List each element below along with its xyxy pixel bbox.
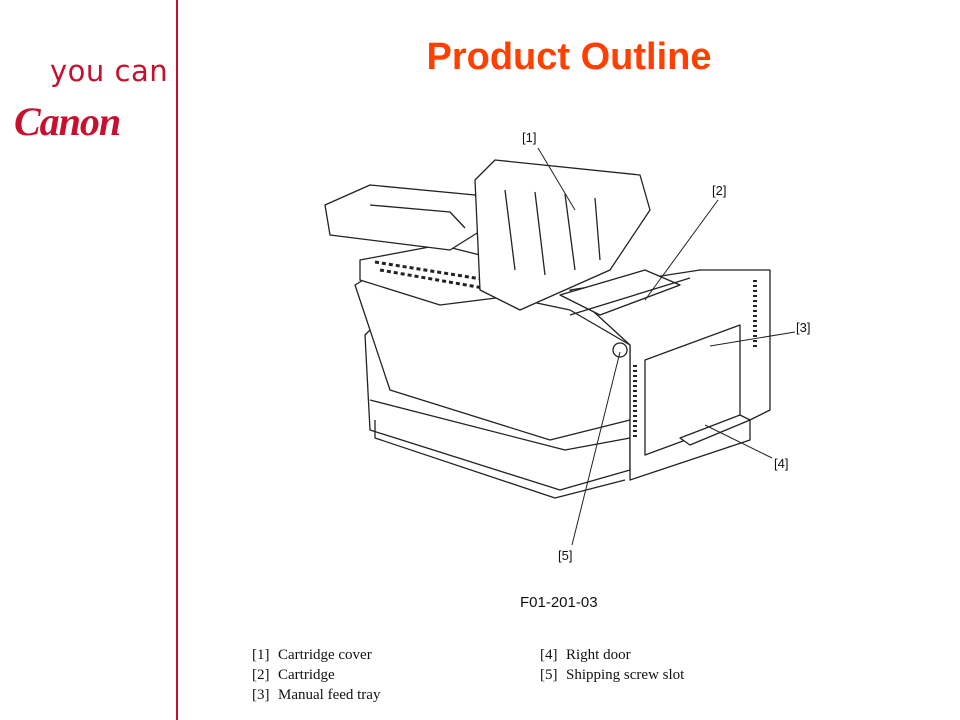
callout-5: [5] xyxy=(558,548,572,563)
legend-number: [3] xyxy=(252,687,270,703)
leader-4 xyxy=(704,424,773,459)
legend-label: Cartridge cover xyxy=(278,647,372,663)
legend-number: [2] xyxy=(252,667,270,683)
legend-column-right: [4] Right door [5] Shipping screw slot xyxy=(540,645,684,685)
figure-code: F01-201-03 xyxy=(520,594,598,611)
legend-number: [5] xyxy=(540,667,558,683)
leader-3 xyxy=(709,331,796,347)
document-feeder xyxy=(324,184,491,251)
cover-ribs xyxy=(504,189,601,276)
brand-tagline: you can xyxy=(50,54,169,88)
feeder-tray xyxy=(369,204,466,229)
legend-number: [4] xyxy=(540,647,558,663)
printer-diagram: [1] [2] [3] [4] [5] xyxy=(324,130,810,563)
cartridge-slot xyxy=(569,277,691,316)
callout-1: [1] xyxy=(522,130,536,145)
legend-label: Right door xyxy=(566,647,631,663)
cartridge xyxy=(559,269,681,316)
callout-3: [3] xyxy=(796,320,810,335)
legend-label: Cartridge xyxy=(278,667,335,683)
base-foot xyxy=(374,420,626,499)
legend-label: Shipping screw slot xyxy=(566,667,685,683)
legend-item: [5] Shipping screw slot xyxy=(540,665,684,685)
legend-item: [2] Cartridge xyxy=(252,665,380,685)
leader-5 xyxy=(571,351,621,546)
base-front-line xyxy=(369,399,631,451)
leader-2 xyxy=(644,199,719,301)
legend-column-left: [1] Cartridge cover [2] Cartridge [3] Manua… xyxy=(252,645,380,705)
callout-4: [4] xyxy=(774,456,788,471)
cartridge-cover xyxy=(474,159,651,311)
brand-sidebar: you can Canon xyxy=(0,0,176,720)
callout-2: [2] xyxy=(712,183,726,198)
legend-item: [1] Cartridge cover xyxy=(252,645,380,665)
legend-item: [3] Manual feed tray xyxy=(252,685,380,705)
legend-item: [4] Right door xyxy=(540,645,684,665)
legend-label: Manual feed tray xyxy=(278,687,381,703)
shipping-screw xyxy=(612,342,628,358)
leader-1 xyxy=(537,147,576,211)
sidebar-divider xyxy=(176,0,178,720)
canon-logo: Canon xyxy=(14,99,121,144)
slide-title: Product Outline xyxy=(426,36,712,78)
panel-keys-2 xyxy=(379,268,496,292)
legend-number: [1] xyxy=(252,647,270,663)
